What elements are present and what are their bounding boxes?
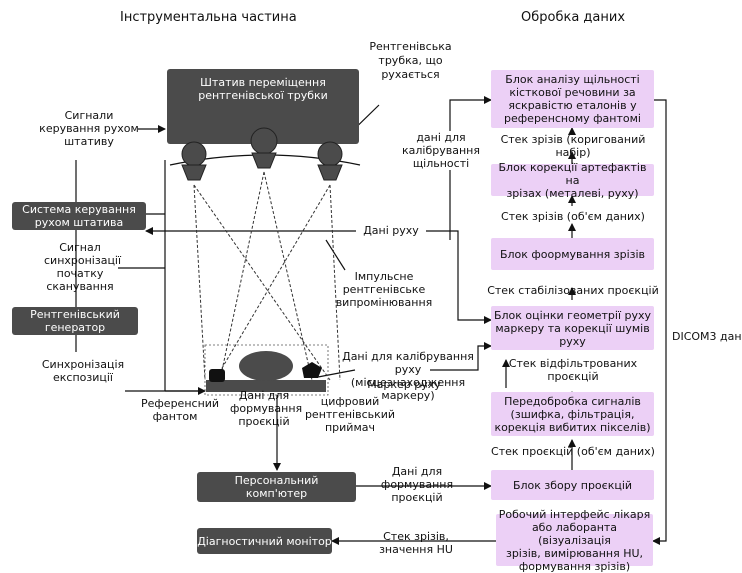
generator-box: Рентгенівський генератор	[12, 307, 138, 335]
acquisition-box: Блок збору проєкцій	[491, 470, 654, 500]
reference-phantom-label: Референсний фантом	[141, 397, 220, 423]
artifact-correction-box: Блок корекції артефактів на зрізах (мета…	[491, 161, 654, 200]
motion-geometry-box: Блок оцінки геометрії руху маркеру та ко…	[491, 306, 654, 350]
header-hardware: Інструментальна частина	[120, 10, 297, 25]
stack-filtered-label: Стек відфільтрованих проєкцій	[508, 357, 638, 383]
slice-formation-box: Блок фоормування зрізів	[491, 238, 654, 270]
gantry-box	[167, 69, 359, 144]
arrow-density-calibration	[449, 96, 492, 240]
arrow-dicom	[652, 99, 667, 545]
arrow-motion-calibration	[430, 342, 492, 371]
receiver-platform	[206, 380, 326, 392]
monitor-box: Діагностичний монітор	[197, 528, 332, 554]
stack-stabilized-label: Стек стабілізованих проєкцій	[487, 284, 659, 297]
motion-calib-label: Дані для калібрування руху (місцезнаходж…	[342, 350, 474, 402]
pc-box: Персональний комп'ютер	[197, 472, 356, 502]
stack-volume-label: Стек зрізів (об'єм даних)	[501, 210, 645, 223]
arrow-motion-data-to-geometry	[415, 230, 492, 324]
stack-projections-label: Стек проєкцій (об'єм даних)	[491, 445, 655, 458]
motion-marker-label: Маркер руху	[367, 378, 441, 391]
xray-beams	[193, 171, 341, 381]
digital-receiver-label: цифровий рентгенівський приймач	[304, 395, 396, 434]
projection-data-2-label: Дані для формування проєкцій	[380, 465, 454, 504]
projection-data-label: Дані для формування проєкцій	[230, 389, 303, 428]
motion-data-label: Дані руху	[356, 224, 426, 237]
connector-layer	[75, 69, 667, 545]
preprocessing-box: Передобробка сигналів (зшифка, фільтраці…	[491, 392, 654, 436]
line-marker-data	[317, 369, 356, 378]
tube-label: Рентгенівська трубка, що рухається	[369, 40, 452, 81]
receiver-frame	[204, 344, 329, 396]
stack-corrected-label: Стек зрізів (коригований набір)	[500, 133, 646, 159]
workstation-box: Робочий інтерфейс лікаря або лаборанта (…	[496, 508, 653, 573]
density-analysis-box: Блок аналізу щільності кісткової речовин…	[491, 70, 654, 128]
pulsed-radiation-label: Імпульсне рентгенівське випромінювання	[335, 270, 433, 309]
header-processing: Обробка даних	[521, 10, 626, 25]
line-radiation-pointer	[325, 239, 346, 271]
slice-stack-hu-label: Стек зрізів, значення HU	[379, 530, 453, 556]
diagram-canvas: Інструментальна частина Обробка даних Шт…	[12, 10, 742, 573]
marker-shape	[302, 362, 322, 378]
sync-signal-label: Сигнал синхронізації початку сканування	[44, 241, 122, 293]
xray-tubes	[181, 127, 343, 181]
gantry-label: Штатив переміщення рентгенівської трубки	[198, 76, 328, 102]
calib-density-label: дані для калібрування щільності	[402, 131, 480, 170]
motion-control-box: Система керування рухом штатива	[12, 202, 146, 230]
patient-ellipse	[239, 351, 293, 381]
dicom-label: DICOM3 дан	[672, 330, 742, 343]
exposure-sync-label: Синхронізація експозиції	[41, 358, 125, 384]
reference-phantom-shape	[209, 369, 225, 382]
control-signals-label: Сигнали керування рухом штативу	[39, 109, 139, 148]
